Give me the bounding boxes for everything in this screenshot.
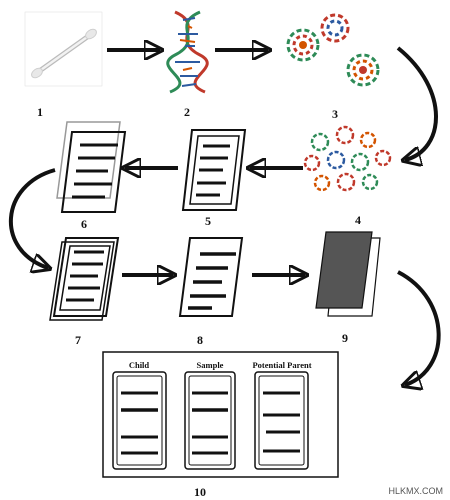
arrow-6-to-7 xyxy=(9,168,56,268)
watermark: HLKMX.COM xyxy=(388,486,443,496)
step-label-9: 9 xyxy=(342,331,348,345)
restriction-digest-icon xyxy=(303,125,392,192)
lane-header-child: Child xyxy=(129,360,150,370)
step-label-2: 2 xyxy=(184,105,190,119)
lane-sample xyxy=(184,371,236,470)
step-label-10: 10 xyxy=(194,485,206,499)
lane-potential-parent xyxy=(254,371,309,470)
cotton-swab-icon xyxy=(24,11,103,87)
dna-helix-icon xyxy=(166,10,209,94)
step-label-8: 8 xyxy=(197,333,203,347)
probed-membrane-icon xyxy=(178,237,244,317)
step-label-3: 3 xyxy=(332,107,338,121)
lane-header-potential-parent: Potential Parent xyxy=(252,360,311,370)
step-label-5: 5 xyxy=(205,214,211,228)
lane-header-sample: Sample xyxy=(197,360,224,370)
xray-film-icon xyxy=(315,231,381,317)
dna-fragments-icon xyxy=(286,13,380,87)
lane-child xyxy=(112,371,167,470)
autoradiograph-result: Child Sample Potential Parent xyxy=(102,351,339,478)
step-label-1: 1 xyxy=(37,105,43,119)
arrow-3-to-4 xyxy=(396,46,438,160)
step-label-4: 4 xyxy=(355,213,361,227)
blotting-membrane-icon xyxy=(56,121,127,213)
arrow-9-to-10 xyxy=(397,270,441,385)
electrophoresis-gel-icon xyxy=(181,129,247,211)
step-label-7: 7 xyxy=(75,333,81,347)
blot-stack-icon xyxy=(49,237,120,321)
step-label-6: 6 xyxy=(81,217,87,231)
